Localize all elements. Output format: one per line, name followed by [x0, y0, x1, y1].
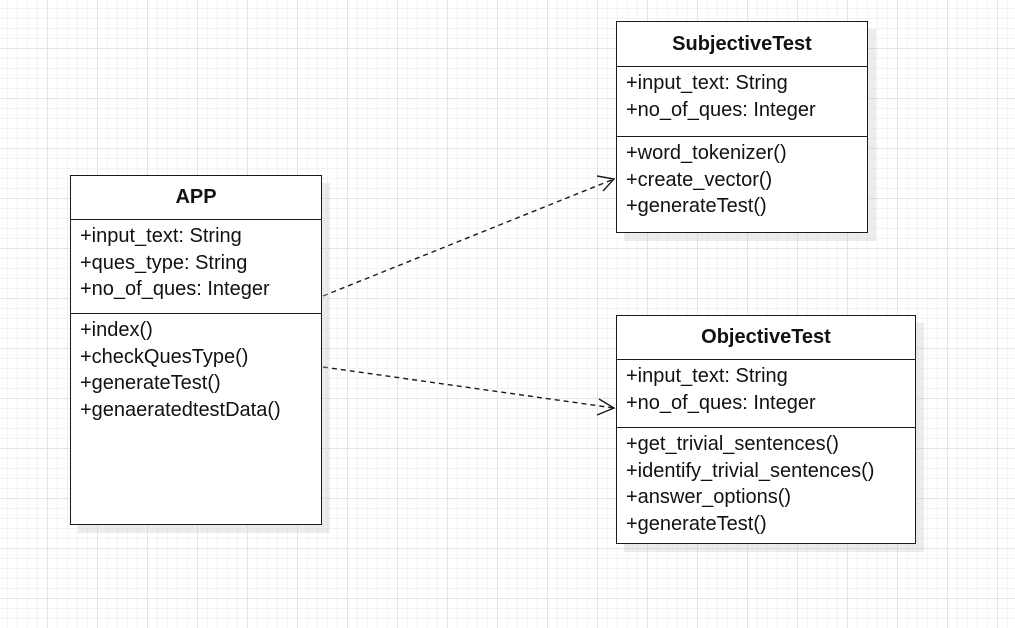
attribute: +input_text: String — [80, 225, 242, 247]
operation: +checkQuesType() — [80, 345, 249, 368]
attribute: +input_text: String — [626, 72, 788, 94]
operation: +genaeratedtestData() — [80, 398, 281, 421]
dashed-line — [322, 366, 615, 409]
operations-section: +word_tokenizer() +create_vector() +gene… — [617, 137, 867, 232]
attributes-section: +input_text: String +ques_type: String +… — [71, 220, 321, 314]
operations-section: +index() +checkQuesType() +generateTest(… — [71, 314, 321, 524]
dashed-line — [322, 178, 615, 297]
operation: +get_trivial_sentences() — [626, 433, 839, 455]
operation: +generateTest() — [80, 372, 221, 394]
attribute: +ques_type: String — [80, 251, 248, 274]
open-arrowhead — [596, 175, 616, 192]
open-arrowhead — [596, 398, 616, 416]
dependency-app-to-subjectivetest — [322, 175, 616, 297]
attribute: +no_of_ques: Integer — [626, 391, 816, 414]
operation: +word_tokenizer() — [626, 142, 787, 164]
class-name: ObjectiveTest — [617, 316, 915, 360]
class-name: APP — [71, 176, 321, 220]
class-name: SubjectiveTest — [617, 22, 867, 67]
dependency-app-to-objectivetest — [322, 366, 616, 416]
class-box-objectivetest[interactable]: ObjectiveTest +input_text: String +no_of… — [616, 315, 916, 544]
operation: +answer_options() — [626, 486, 792, 508]
operation: +identify_trivial_sentences() — [626, 459, 875, 482]
attribute: +input_text: String — [626, 365, 788, 387]
class-box-app[interactable]: APP +input_text: String +ques_type: Stri… — [70, 175, 322, 525]
attribute: +no_of_ques: Integer — [626, 98, 816, 121]
operation: +generateTest() — [626, 195, 767, 217]
attributes-section: +input_text: String +no_of_ques: Integer — [617, 360, 915, 428]
attribute: +no_of_ques: Integer — [80, 278, 270, 300]
operations-section: +get_trivial_sentences() +identify_trivi… — [617, 428, 915, 543]
attributes-section: +input_text: String +no_of_ques: Integer — [617, 67, 867, 137]
operation: +create_vector() — [626, 168, 773, 191]
operation: +generateTest() — [626, 512, 767, 535]
class-box-subjectivetest[interactable]: SubjectiveTest +input_text: String +no_o… — [616, 21, 868, 233]
operation: +index() — [80, 319, 153, 341]
